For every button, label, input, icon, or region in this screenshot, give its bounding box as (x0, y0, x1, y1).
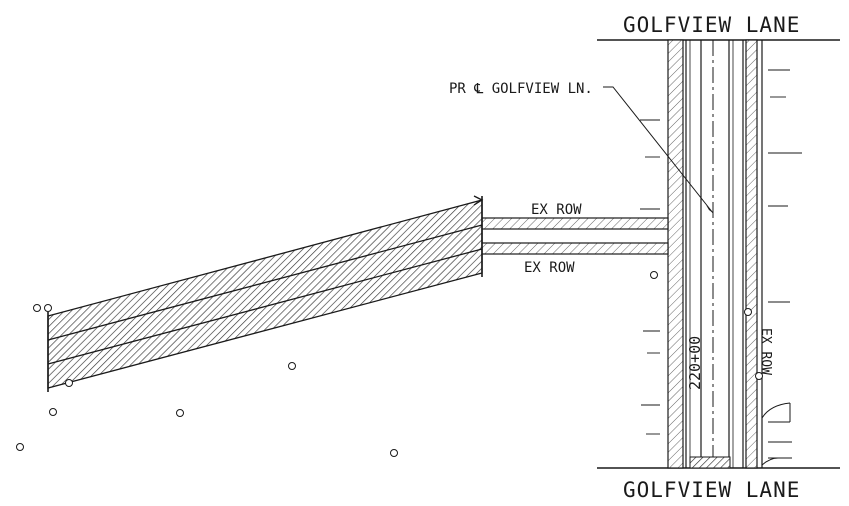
left-ticks (640, 119, 660, 435)
survey-point (16, 443, 24, 451)
survey-point (390, 449, 398, 457)
survey-point (288, 362, 296, 370)
survey-point (33, 304, 41, 312)
right-ticks (768, 69, 802, 459)
ex-row-strips (461, 217, 669, 255)
survey-point (65, 379, 73, 387)
ex-row-right-boundary (761, 402, 791, 419)
survey-point (49, 408, 57, 416)
survey-point (176, 409, 184, 417)
survey-point (755, 372, 763, 380)
bottom-street-label: GOLFVIEW LANE (623, 478, 800, 502)
top-street-label: GOLFVIEW LANE (623, 13, 800, 37)
ex-row-right-label: EX ROW (758, 328, 773, 375)
station-label: 220+00 (686, 336, 704, 390)
survey-points (16, 271, 763, 457)
survey-point (650, 271, 658, 279)
survey-point (44, 304, 52, 312)
survey-point (744, 308, 752, 316)
centerline-label: PR ℄ GOLFVIEW LN. (449, 81, 593, 97)
road-corridor (667, 39, 763, 469)
ex-row-upper-label: EX ROW (531, 202, 582, 218)
ex-row-lower-label: EX ROW (524, 260, 575, 276)
diagonal-hatched-band (47, 195, 484, 392)
centerline-leader (603, 86, 714, 214)
